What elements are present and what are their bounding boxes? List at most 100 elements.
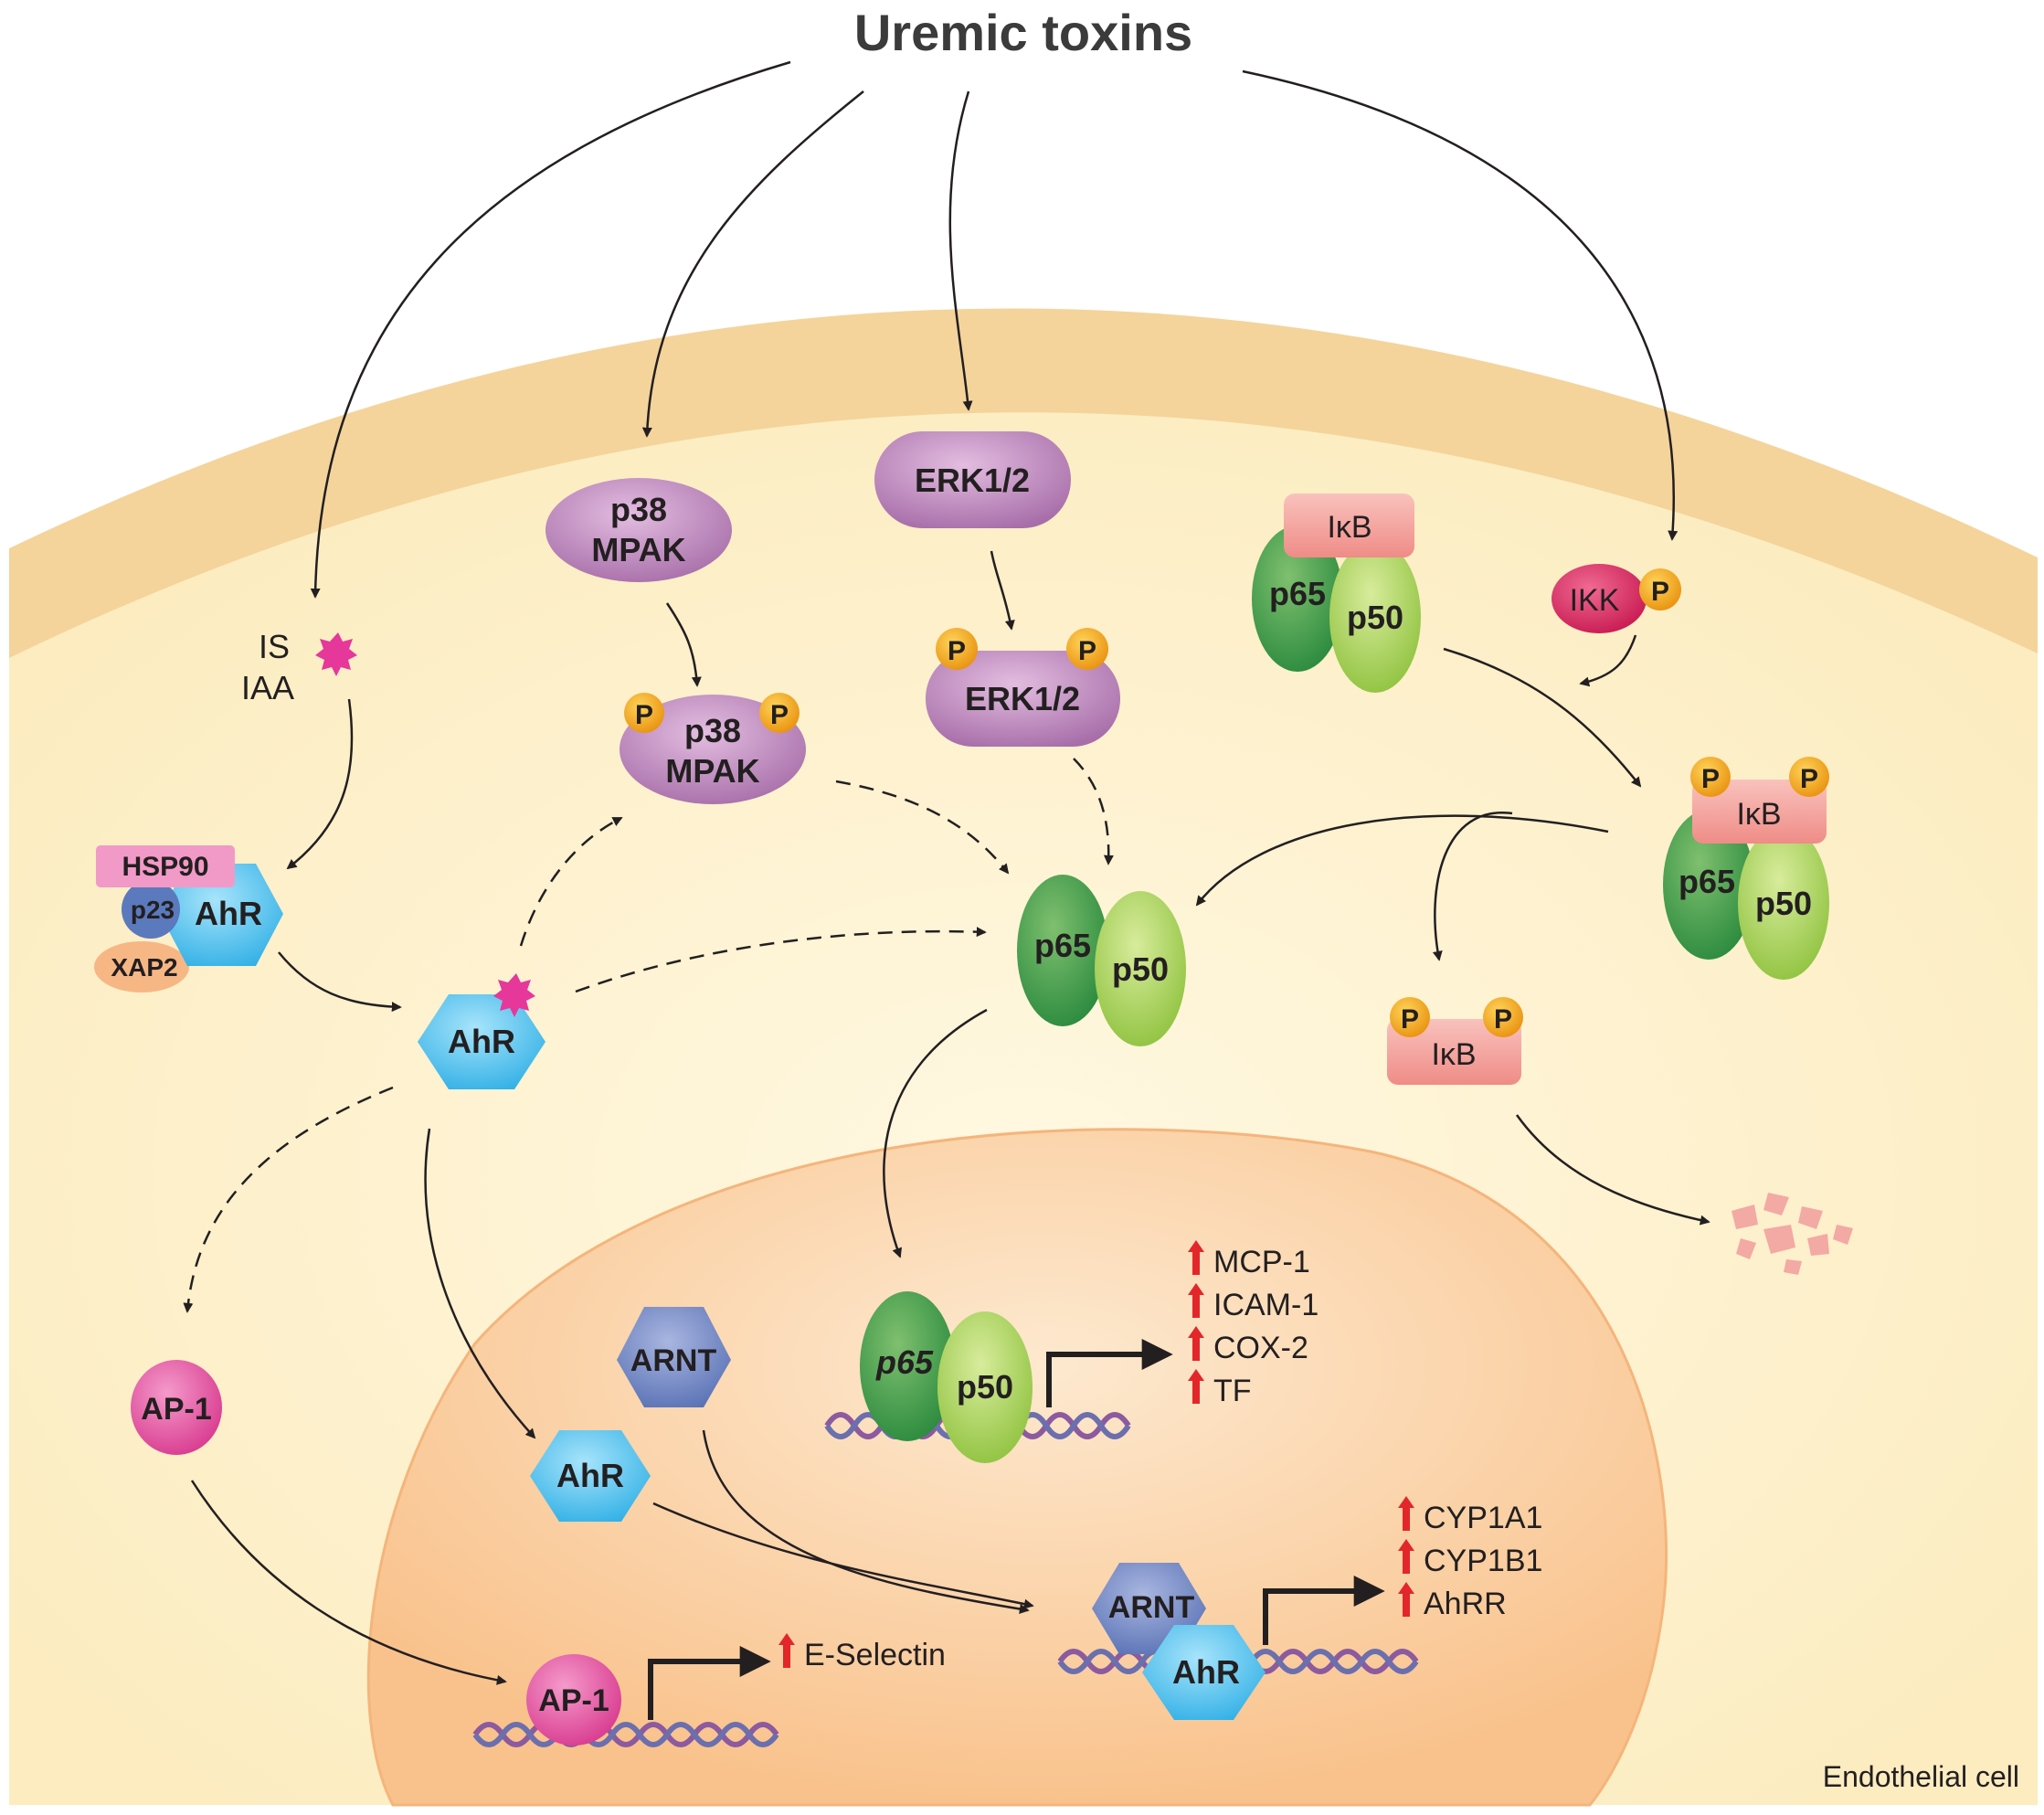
target-gene-label: TF — [1213, 1374, 1252, 1408]
p23-label: p23 — [131, 896, 175, 924]
target-gene-label: CYP1A1 — [1424, 1501, 1542, 1535]
arrow-arnt-to-ahr-arnt — [702, 1429, 1030, 1614]
ligand-iaa-label: IAA — [241, 669, 294, 706]
nfkb-dna-bound: p65 p50 — [860, 1291, 1033, 1463]
dashed-ahr-to-nfkb — [575, 927, 987, 993]
arnt-label: ARNT — [1108, 1590, 1195, 1625]
ap1-cytoplasmic: AP-1 — [131, 1360, 222, 1455]
target-gene-label: MCP-1 — [1213, 1245, 1310, 1279]
up-arrow-icon — [1188, 1283, 1204, 1318]
arrow-ahr-complex-to-ahr — [278, 951, 402, 1013]
arrow-nfkb-into-nucleus — [883, 1008, 988, 1258]
p38-label: p38 — [684, 712, 741, 749]
dashed-ahr-to-p38 — [519, 816, 623, 947]
phosphate-group: P — [1390, 997, 1430, 1037]
svg-text:P: P — [1494, 1004, 1512, 1035]
gene-up-item: MCP-1 — [1188, 1240, 1310, 1279]
arrow-p38-to-phospho-p38 — [665, 602, 702, 687]
transcription-arrow-ahr — [1263, 1576, 1385, 1645]
svg-text:P: P — [635, 700, 653, 730]
arrow-toxins-to-ligand — [310, 60, 791, 599]
ahr-label: AhR — [556, 1457, 624, 1494]
dna-helix-ap1 — [472, 1722, 779, 1747]
mapk-label: MPAK — [665, 752, 759, 790]
svg-text:P: P — [770, 700, 789, 730]
nucleus — [366, 1128, 1668, 1807]
erk12: ERK1/2 — [874, 431, 1071, 528]
ap1-dna-bound: AP-1 — [526, 1654, 621, 1746]
gene-up-item: CYP1A1 — [1398, 1496, 1542, 1535]
arnt-label: ARNT — [630, 1343, 717, 1378]
ap1-label: AP-1 — [538, 1683, 609, 1718]
phospho-ikb: IκB P P — [1387, 997, 1523, 1085]
phosphate-group: P — [1690, 757, 1731, 797]
ap1-target-genes: E-Selectin — [778, 1633, 946, 1672]
uremic-toxin-ligand-icon — [315, 632, 357, 676]
p38-label: p38 — [610, 491, 667, 528]
dashed-erk-to-nfkb — [1073, 758, 1114, 865]
p38-mapk: p38 MPAK — [545, 478, 732, 582]
arrow-ahr-to-ahr-arnt — [652, 1502, 1034, 1609]
gene-up-item: TF — [1188, 1369, 1252, 1408]
up-arrow-icon — [1398, 1496, 1414, 1531]
p65-label: p65 — [1679, 863, 1735, 900]
gene-up-item: AhRR — [1398, 1582, 1507, 1621]
ikb-label: IκB — [1327, 510, 1371, 545]
svg-text:P: P — [1078, 636, 1096, 666]
arrow-complex-to-free-nfkb — [1195, 814, 1609, 907]
dashed-ahr-to-ap1 — [183, 1086, 394, 1313]
nfkb-dimer: p65 p50 — [1017, 875, 1186, 1046]
phosphate-group: P — [1483, 997, 1523, 1037]
cell-type-label: Endothelial cell — [1823, 1760, 2019, 1793]
gene-up-item: ICAM-1 — [1188, 1283, 1319, 1322]
dashed-p38-to-nfkb — [835, 780, 1010, 875]
arrow-complex-to-free-ikb — [1432, 812, 1513, 961]
target-gene-label: AhRR — [1424, 1587, 1507, 1621]
phosphate-group: P — [759, 693, 800, 733]
p65-label: p65 — [875, 1343, 934, 1381]
up-arrow-icon — [1398, 1539, 1414, 1574]
ap1-label: AP-1 — [141, 1392, 211, 1427]
up-arrow-icon — [1188, 1369, 1204, 1404]
ikb-label: IκB — [1736, 797, 1781, 832]
phospho-p38-mapk: p38 MPAK P P — [620, 693, 806, 804]
p65-label: p65 — [1269, 575, 1326, 612]
target-gene-label: CYP1B1 — [1424, 1544, 1542, 1578]
phospho-erk12: ERK1/2 P P — [926, 628, 1120, 747]
p65-label: p65 — [1034, 927, 1091, 964]
arrow-toxins-to-erk — [948, 90, 973, 411]
svg-text:P: P — [1401, 1004, 1419, 1035]
gene-up-item: CYP1B1 — [1398, 1539, 1542, 1578]
arrow-toxins-to-p38 — [641, 90, 864, 438]
gene-up-item: COX-2 — [1188, 1326, 1308, 1365]
ligand-is-label: IS — [259, 628, 290, 665]
arnt-nuclear: ARNT — [617, 1307, 731, 1407]
svg-text:P: P — [1651, 577, 1669, 607]
diagram-title: Uremic toxins — [854, 4, 1192, 61]
degraded-ikb-fragments — [1732, 1193, 1853, 1275]
ikb-nfkb-complex: IκB p65 p50 — [1252, 494, 1421, 693]
ahr-nuclear: AhR — [530, 1430, 651, 1522]
transcription-arrow-ap1 — [648, 1646, 771, 1720]
p50-label: p50 — [1347, 599, 1403, 636]
ahr-target-genes: CYP1A1 CYP1B1 AhRR — [1398, 1496, 1542, 1621]
phosphate-group: P — [624, 693, 664, 733]
hsp90-label: HSP90 — [122, 852, 208, 882]
target-gene-label: COX-2 — [1213, 1331, 1308, 1365]
phospho-ikk: IKK P — [1552, 564, 1681, 633]
svg-text:P: P — [1800, 764, 1818, 794]
gene-up-item: E-Selectin — [778, 1633, 946, 1672]
phosphate-group: P — [1066, 628, 1108, 670]
up-arrow-icon — [1188, 1326, 1204, 1361]
arrow-ahr-into-nucleus — [424, 1128, 536, 1439]
ahr-label: AhR — [195, 895, 262, 932]
p50-label: p50 — [1755, 885, 1812, 922]
ahr-ligand-bound: AhR — [418, 973, 545, 1089]
erk-label: ERK1/2 — [965, 680, 1080, 717]
phosphate-group: P — [1789, 757, 1829, 797]
phosphate-group: P — [1639, 568, 1681, 610]
uremic-toxin-ligand-icon — [493, 973, 535, 1017]
svg-text:P: P — [948, 636, 966, 666]
p50-label: p50 — [957, 1368, 1013, 1406]
